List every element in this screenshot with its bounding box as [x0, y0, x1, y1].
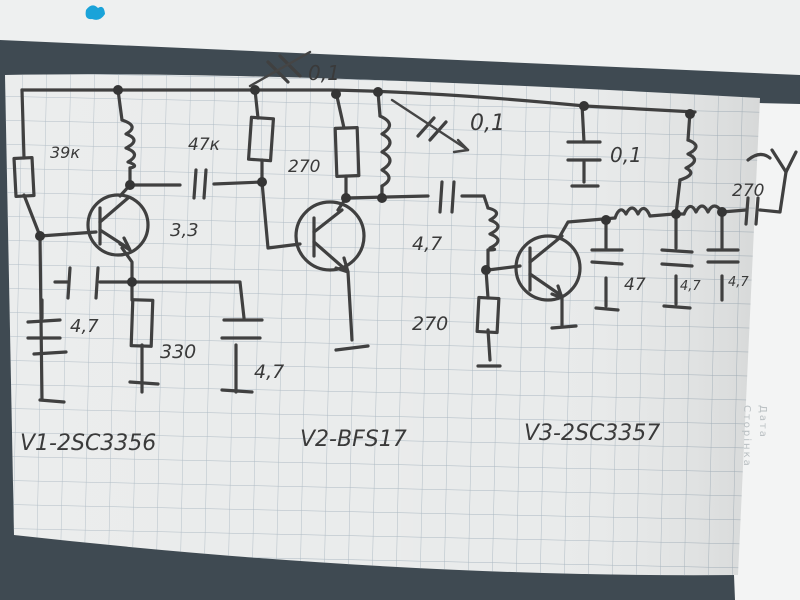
transistor-v1	[86, 193, 150, 257]
label-330: 330	[160, 341, 196, 363]
label-0-1-v2: 0,1	[470, 111, 505, 136]
capacitor-4-7-out-b	[706, 248, 740, 264]
margin-date: Дата	[757, 405, 768, 439]
caption-v3: V3-2SC3357	[524, 421, 660, 446]
inductor-v2	[378, 114, 392, 188]
label-47-v3: 47	[624, 275, 646, 295]
capacitor-47-v3	[590, 248, 624, 266]
label-270-v3: 270	[412, 313, 448, 335]
resistor-270-v3	[475, 295, 501, 335]
inductor-v1-collector	[120, 118, 137, 170]
capacitor-v1-base	[66, 266, 100, 300]
caption-v2: V2-BFS17	[300, 427, 407, 452]
capacitor-4-7-left	[26, 318, 68, 356]
label-39k: 39к	[50, 143, 80, 162]
inductor-v2-out	[486, 206, 500, 252]
trimmer-capacitor-v2	[390, 98, 470, 154]
label-3-3: 3,3	[170, 220, 199, 241]
label-0-1-top: 0,1	[308, 61, 340, 85]
paper-shading	[5, 74, 760, 576]
capacitor-antenna	[744, 196, 760, 226]
label-47k: 47к	[188, 135, 221, 155]
label-4-7-base: 4,7	[70, 316, 99, 337]
label-4-7-out-a: 4,7	[680, 279, 701, 294]
blue-ink-mark	[85, 5, 105, 20]
inductor-series-a	[613, 206, 652, 220]
label-270-v2: 270	[288, 157, 320, 177]
label-4-7-v2-out: 4,7	[412, 233, 442, 255]
trimmer-capacitor-top	[248, 50, 312, 88]
label-4-7-out-b: 4,7	[728, 275, 749, 290]
resistor-39k	[12, 155, 36, 199]
transistor-v2	[294, 200, 366, 274]
transistor-v3	[514, 234, 582, 302]
resistor-270-v2	[333, 126, 361, 178]
capacitor-3-3	[192, 168, 208, 200]
resistor-47k	[246, 115, 276, 163]
margin-page: Сторінка	[741, 405, 753, 468]
capacitor-4-7-out-a	[660, 248, 694, 268]
label-270-antenna: 270	[732, 181, 764, 201]
inductor-series-b	[682, 204, 724, 216]
junction-dots	[35, 85, 727, 287]
capacitor-0-1-v3	[566, 140, 602, 162]
label-0-1-v3: 0,1	[610, 143, 642, 167]
caption-v1: V1-2SC3356	[20, 431, 156, 456]
resistor-330	[129, 298, 155, 348]
capacitor-v2-out	[438, 180, 456, 214]
top-paper-sheet	[0, 0, 800, 75]
inductor-v3-collector	[678, 138, 698, 182]
capacitor-v1-emitter	[220, 318, 264, 340]
label-4-7-emitter: 4,7	[254, 361, 284, 383]
